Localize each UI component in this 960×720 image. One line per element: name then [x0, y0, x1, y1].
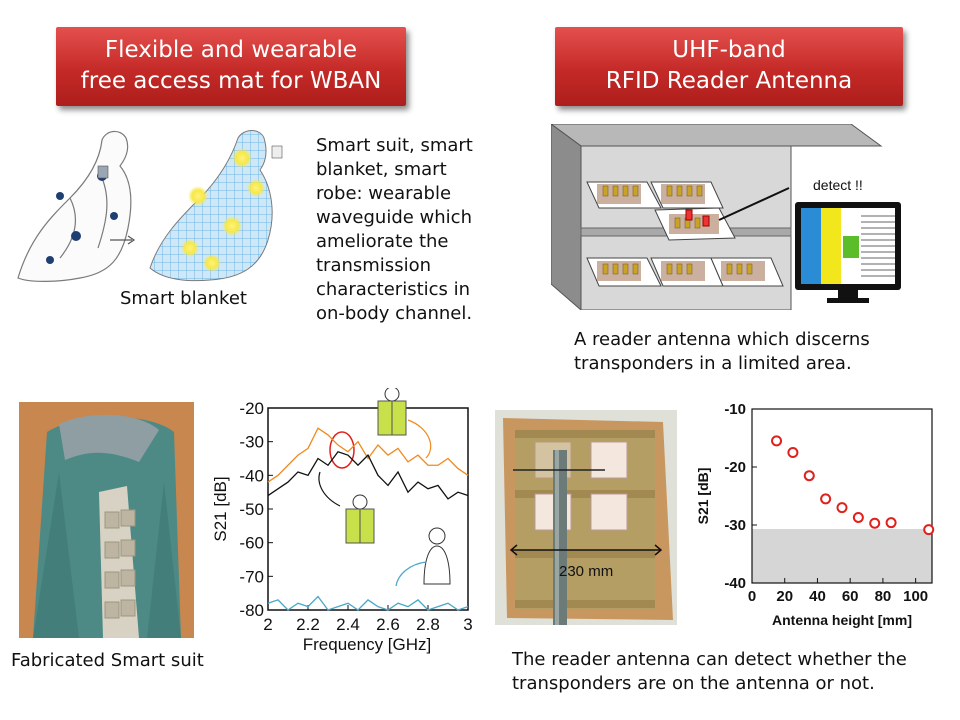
person-figure-plain: [17, 130, 132, 282]
vest-figure-upper: [377, 388, 407, 436]
series-line-0: [267, 427, 469, 483]
frequency-y-label: S21 [dB]: [211, 476, 230, 541]
wearable-line: on-body channel.: [316, 303, 473, 324]
data-point: [820, 493, 832, 505]
series-line-2: [267, 595, 469, 611]
vest-figure-lower: [345, 494, 375, 544]
x-tick-label: 20: [776, 588, 793, 605]
wearable-line: blanket, smart: [316, 159, 447, 180]
bottom-caption-line: The reader antenna can detect whether th…: [512, 649, 907, 670]
height-chart-points: [771, 435, 935, 536]
glowing-sensors: [181, 148, 265, 272]
left-title-line1: Flexible and wearable: [104, 37, 358, 63]
wearable-line: characteristics in: [316, 279, 471, 300]
data-point: [836, 502, 848, 514]
left-title-banner: Flexible and wearable free access mat fo…: [56, 27, 406, 106]
y-tick-label: -10: [724, 401, 746, 418]
s21-antenna-height-chart: 0 20 40 60 80 100 -10 -20 -30 -40 Antenna height …: [695, 401, 935, 628]
x-tick-label: 60: [842, 588, 859, 605]
data-point: [771, 435, 783, 447]
x-tick-label: 2.8: [416, 615, 440, 634]
right-title-line2: RFID Reader Antenna: [605, 68, 853, 94]
antenna-photo: 230 mm: [495, 410, 677, 625]
x-tick-label: 2.4: [336, 615, 360, 634]
y-tick-label: -60: [239, 534, 264, 553]
smart-blanket-illustration: [17, 130, 283, 282]
smart-blanket-caption: Smart blanket: [120, 288, 247, 309]
person-figure-plain-small: [423, 527, 451, 585]
right-title-banner: UHF-band RFID Reader Antenna: [555, 27, 903, 106]
reader-caption-line: transponders in a limited area.: [574, 353, 852, 374]
height-x-label: Antenna height [mm]: [772, 612, 912, 628]
right-title-line1: UHF-band: [672, 37, 786, 63]
frequency-chart-ticks: 2 2.2 2.4 2.6 2.8 3 -20 -30 -40 -50 -60 -70 -80: [239, 399, 472, 634]
s21-frequency-chart: 2 2.2 2.4 2.6 2.8 3 -20 -30 -40 -50 -60 -70 -80 Freq…: [211, 388, 473, 654]
x-tick-label: 2.2: [296, 615, 320, 634]
bottom-caption-line: transponders are on the antenna or not.: [512, 673, 875, 694]
data-point: [885, 517, 897, 529]
data-point: [803, 470, 815, 482]
y-tick-label: -50: [239, 500, 264, 519]
data-point: [852, 511, 864, 523]
data-point: [923, 524, 935, 536]
wearable-description: Smart suit, smart blanket, smart robe: w…: [316, 134, 473, 326]
smart-suit-caption: Fabricated Smart suit: [11, 650, 204, 671]
reader-caption-line: A reader antenna which discerns: [574, 329, 870, 350]
x-tick-label: 3: [463, 615, 472, 634]
y-tick-label: -40: [239, 466, 264, 485]
detect-label: detect !!: [813, 177, 863, 193]
x-tick-label: 100: [903, 588, 928, 605]
y-tick-label: -30: [239, 433, 264, 452]
data-point: [787, 447, 799, 458]
transponder-tags: [602, 185, 753, 275]
wearable-line: robe: wearable: [316, 183, 452, 204]
series-line-1: [267, 450, 469, 500]
y-tick-label: -20: [724, 459, 746, 476]
monitor-icon: [795, 202, 901, 303]
bottom-caption: The reader antenna can detect whether th…: [512, 648, 907, 696]
wearable-line: waveguide which: [316, 207, 472, 228]
reader-caption: A reader antenna which discerns transpon…: [574, 328, 870, 376]
detected-tags: [685, 209, 710, 227]
antenna-dimension-label: 230 mm: [559, 563, 613, 580]
wearable-line: Smart suit, smart: [316, 135, 473, 156]
rfid-shelf-illustration: detect !!: [551, 124, 901, 310]
x-tick-label: 80: [875, 588, 892, 605]
wearable-line: transmission: [316, 255, 431, 276]
smart-suit-photo: [19, 402, 194, 638]
frequency-chart-series: [267, 427, 469, 611]
data-point: [869, 517, 881, 529]
y-tick-label: -30: [724, 517, 746, 534]
y-tick-label: -80: [239, 601, 264, 620]
x-tick-label: 40: [809, 588, 826, 605]
left-title-line2: free access mat for WBAN: [80, 68, 382, 94]
y-tick-label: -70: [239, 567, 264, 586]
height-chart-ticks: 0 20 40 60 80 100 -10 -20 -30 -40: [724, 401, 928, 605]
height-y-label: S21 [dB]: [695, 468, 711, 525]
wearable-line: ameliorate the: [316, 231, 449, 252]
x-tick-label: 2.6: [376, 615, 400, 634]
y-tick-label: -20: [239, 399, 264, 418]
frequency-x-label: Frequency [GHz]: [303, 635, 432, 654]
y-tick-label: -40: [724, 575, 746, 592]
x-tick-label: 2: [263, 615, 272, 634]
x-tick-label: 0: [748, 588, 756, 605]
